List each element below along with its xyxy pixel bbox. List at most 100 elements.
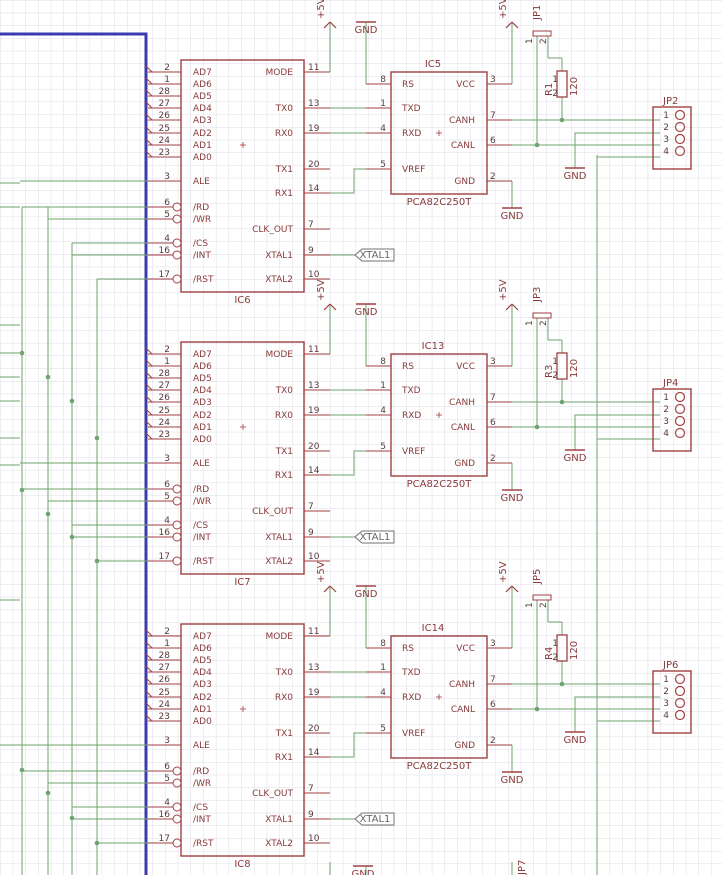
ch1-inverter-bubble [172,202,182,212]
ch2-xtal-net-label: XTAL1 [360,532,391,543]
ch3-transceiver-pin-name: GND [454,741,475,751]
ch3-controller-pin-name: TX1 [275,729,293,739]
ch3-controller-pin-number: 10 [308,834,320,844]
ch3-bus-entry [145,665,153,673]
ch2-controller-pin-number: 17 [159,552,170,562]
ch3-resistor-pin: 1 [552,639,558,649]
ch3-canl-junction [534,706,540,712]
ch1-transceiver-pin-name: RS [402,80,414,90]
ch1-bus-entry [145,89,153,97]
ch3-jumper-body [532,594,552,601]
ch3-controller-pin-name: /WR [193,779,211,789]
ch1-controller-pin-name: AD5 [193,92,212,102]
ch3-transceiver-vcc-label: +5V [498,561,509,583]
ch2-controller-pin-name: MODE [266,350,294,360]
ch1-resistor-body [556,70,568,98]
ch2-controller-pin-number: 6 [164,480,170,490]
ch2-transceiver-pin-name: TXD [401,386,421,396]
ch2-controller-pin-number: 13 [308,381,319,391]
ch3-transceiver-pin-number: 4 [380,688,386,698]
ch1-controller-pin-name: AD2 [193,129,212,139]
ch1-controller-pin-number: 1 [164,75,170,85]
ch1-transceiver-pin-number: 8 [380,75,386,85]
ch1-controller-vcc-arrow [329,21,337,29]
ch1-controller-pin-name: MODE [266,68,294,78]
ch3-connector-pin-circle [674,697,686,709]
ch2-controller-pin-number: 14 [308,466,320,476]
ch3-connector-pin-number: 1 [663,675,669,685]
ch3-bus-entry [145,653,153,661]
ch2-inverter-bubble [172,520,182,530]
ch2-connector-pin-number: 2 [663,405,669,415]
ch2-transceiver-pin-number: 1 [380,381,386,391]
ch2-connector-pin-number: 4 [663,429,669,439]
ch3-controller-pin-name: XTAL2 [265,839,293,849]
ch1-connector-pin-number: 2 [663,123,669,133]
ch3-transceiver-pin-name: VREF [402,729,425,739]
ch3-connector-pin-circle [674,709,686,721]
ch1-canl-junction [534,142,540,148]
ch3-transceiver-pin-name: VCC [456,644,475,654]
ch2-transceiver-pin-name: RXD [402,411,421,421]
ch1-xtal-net-flag [354,248,395,262]
ch3-inverter-bubble [172,814,182,824]
ch3-controller-pin-number: 25 [159,688,170,698]
ch2-jumper-pin1: 1 [525,320,535,326]
ch1-inverter-bubble [172,238,182,248]
ch1-controller-pin-number: 28 [159,87,171,97]
ch2-controller-pin-name: AD4 [193,386,212,396]
ch1-resistor-name: R1 [544,83,555,96]
ch3-vref-wire [330,732,366,758]
ch3-transceiver-pin-number: 6 [490,700,496,710]
ch1-transceiver-vcc-label: +5V [498,0,509,19]
ch3-jumper-pin1: 1 [525,602,535,608]
ch3-controller-pin-name: AD2 [193,693,212,703]
ch1-transceiver-pin-name: TXD [401,104,421,114]
ch3-inverter-bubble [172,802,182,812]
ch1-controller-pin-number: 3 [164,172,170,182]
ch2-transceiver-pin-name: RS [402,362,414,372]
ch1-controller-pin-number: 9 [308,246,314,256]
ch3-controller-pin-number: 4 [164,798,170,808]
ch1-controller-pin-name: AD1 [193,141,212,151]
ch3-connector-name: JP6 [662,660,678,671]
ch2-resistor-pin: 2 [552,371,558,381]
ch3-inverter-bubble [172,766,182,776]
ch1-canl-wire [537,132,660,146]
ch1-resistor-value: 120 [569,77,580,96]
ch2-connector-pin-circle [674,403,686,415]
ch2-transceiver-pin-name: CANH [449,398,475,408]
ch3-controller-pin-number: 16 [159,810,171,820]
ch1-controller-pin-name: XTAL2 [265,275,293,285]
ch2-transceiver-part: PCA82C250T [407,479,473,490]
ch2-controller-pin-name: XTAL2 [265,557,293,567]
ch1-controller-pin-number: 23 [159,148,170,158]
ch1-transceiver-pin-name: GND [454,177,475,187]
ch2-controller-pin-number: 9 [308,528,314,538]
ch1-connector-body [652,106,692,170]
ch2-controller-pin-name: AD0 [193,435,212,445]
ch2-connector-pin-circle [674,427,686,439]
ch1-transceiver-name: IC5 [425,59,441,70]
ch1-controller-pin-number: 17 [159,270,170,280]
ch2-controller-pin-number: 28 [159,369,171,379]
ch1-connector-gnd-label: GND [564,171,587,182]
ch1-controller-pin-number: 19 [308,124,320,134]
ch2-inverter-bubble [172,532,182,542]
ch2-controller-vcc-label: +5V [316,279,327,301]
ch1-controller-pin-name: /INT [193,251,211,261]
ch1-controller-pin-name: RX1 [275,189,293,199]
ch1-bus-entry [145,77,153,85]
ch3-controller-pin-number: 23 [159,712,170,722]
ch2-controller-pin-name: /RST [193,557,214,567]
ch3-transceiver-pin-number: 1 [380,663,386,673]
ch1-controller-pin-number: 2 [164,63,170,73]
ch1-transceiver-pin-number: 3 [490,75,496,85]
ch1-xtal-net-label: XTAL1 [360,250,391,261]
ch3-controller-pin-name: TX0 [275,668,294,678]
ch2-connector-body [652,388,692,452]
ch3-transceiver-pin-name: CANH [449,680,475,690]
